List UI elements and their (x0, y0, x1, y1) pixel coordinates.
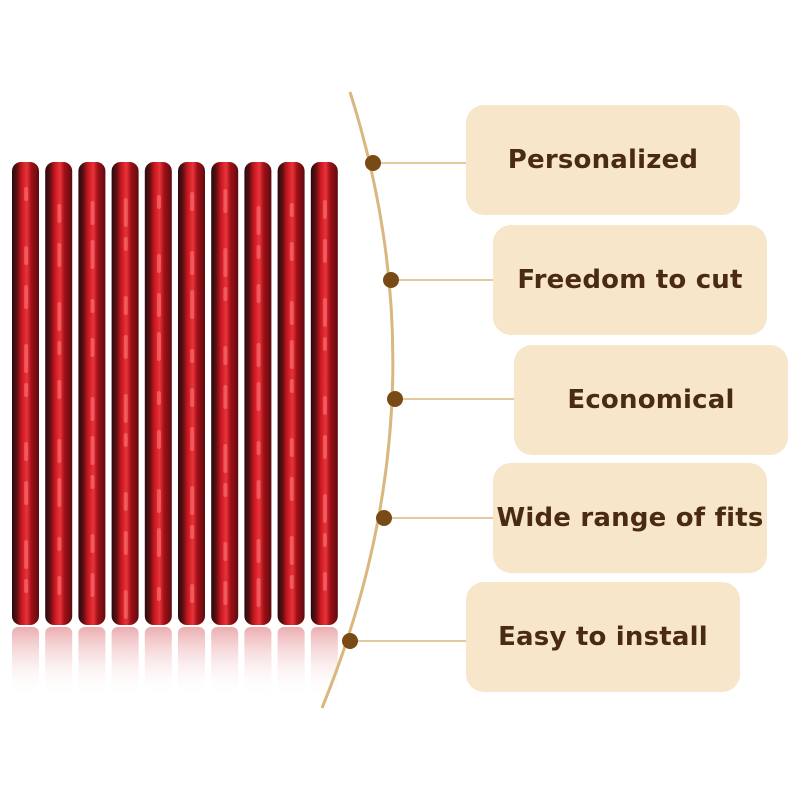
strip-icon (144, 162, 172, 697)
connector-3 (387, 391, 514, 407)
feature-personalized: Personalized (466, 105, 740, 215)
reflective-strips (12, 162, 338, 697)
connector-2 (383, 272, 493, 288)
connector-5 (342, 633, 466, 649)
strip-icon (211, 162, 239, 697)
strip-icon (78, 162, 106, 697)
bullet-dot (383, 272, 399, 288)
connector-1 (365, 155, 466, 171)
bullet-dot (342, 633, 358, 649)
bullet-dot (387, 391, 403, 407)
bullet-dot (376, 510, 392, 526)
strip-icon (277, 162, 305, 697)
bullet-dot (365, 155, 381, 171)
strip-icon (244, 162, 272, 697)
feature-freedom-to-cut: Freedom to cut (493, 225, 767, 335)
strip-icon (45, 162, 73, 697)
strip-icon (178, 162, 205, 697)
strip-icon (111, 162, 139, 697)
strip-icon (310, 162, 338, 697)
feature-easy-to-install: Easy to install (466, 582, 740, 692)
strip-icon (12, 162, 39, 697)
feature-wide-range-of-fits: Wide range of fits (493, 463, 767, 573)
connector-4 (376, 510, 493, 526)
feature-economical: Economical (514, 345, 788, 455)
